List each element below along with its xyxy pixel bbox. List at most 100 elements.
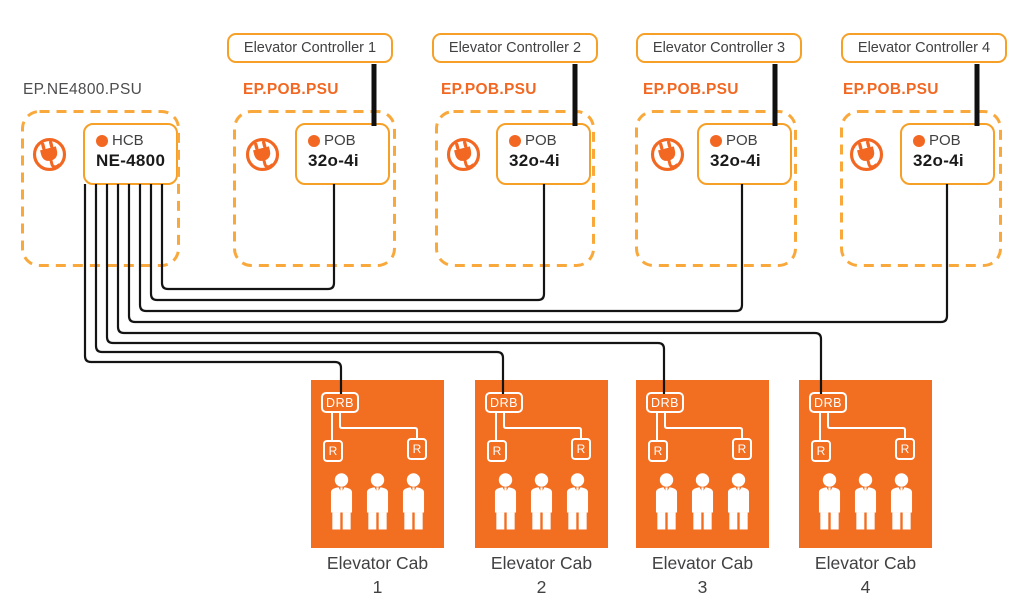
status-dot-icon: [96, 134, 108, 147]
pob-board-box-4: POB 32o-4i: [900, 123, 995, 185]
relay-label: R: [576, 442, 586, 456]
wire-hub-to-pob2: [149, 184, 546, 302]
drb-label: DRB: [651, 395, 679, 410]
cab-caption-4: Elevator Cab 4: [799, 552, 932, 599]
cab-caption-number: 2: [536, 576, 547, 597]
pob-badge-label: POB: [525, 132, 557, 149]
person-icon: [397, 472, 430, 532]
drb-label: DRB: [814, 395, 842, 410]
relay-box-right: R: [895, 438, 915, 460]
elevator-cab-3: DRB R R: [636, 380, 769, 548]
badge-row: HCB: [96, 132, 176, 149]
pob-badge-label: POB: [929, 132, 961, 149]
hub-model-label: NE-4800: [96, 151, 166, 170]
relay-box-left: R: [648, 440, 668, 462]
person-icon: [885, 472, 918, 532]
relay-label: R: [900, 442, 910, 456]
relay-box-right: R: [732, 438, 752, 460]
person-icon: [686, 472, 719, 532]
person-icon: [650, 472, 683, 532]
power-plug-icon: [31, 136, 68, 173]
cab-caption-text: Elevator Cab: [814, 553, 917, 573]
relay-box-right: R: [571, 438, 591, 460]
pob-model-label: 32o-4i: [308, 151, 359, 170]
psu-group-label-pob-1: EP.POB.PSU: [243, 81, 339, 98]
relay-label: R: [653, 444, 663, 458]
power-plug-icon: [244, 136, 281, 173]
wire-hub-to-cab3-drb: [105, 184, 666, 394]
pob-model-label: 32o-4i: [710, 151, 761, 170]
relay-box-right: R: [407, 438, 427, 460]
wire-hub-to-cab2-drb: [94, 184, 505, 394]
wire-hub-to-cab1-drb: [83, 184, 343, 394]
pob-board-box-3: POB 32o-4i: [697, 123, 792, 185]
hub-board-box-ne4800: HCB NE-4800: [83, 123, 178, 185]
cab-caption-text: Elevator Cab: [326, 553, 429, 573]
psu-group-label-pob-4: EP.POB.PSU: [843, 81, 939, 98]
elevator-controller-4-label: Elevator Controller 4: [857, 40, 991, 56]
badge-row: POB: [710, 132, 790, 149]
drb-board-box: DRB: [809, 392, 847, 413]
elevator-controller-1-label: Elevator Controller 1: [243, 40, 377, 56]
drb-label: DRB: [490, 395, 518, 410]
elevator-controller-4-box: Elevator Controller 4: [841, 33, 1007, 63]
badge-row: POB: [509, 132, 589, 149]
wire-hub-to-pob4: [127, 184, 949, 324]
pob-board-box-2: POB 32o-4i: [496, 123, 591, 185]
cab-caption-number: 1: [372, 576, 383, 597]
status-dot-icon: [913, 134, 925, 147]
drb-label: DRB: [326, 395, 354, 410]
power-plug-icon: [445, 136, 482, 173]
elevator-controller-3-box: Elevator Controller 3: [636, 33, 802, 63]
badge-row: POB: [308, 132, 388, 149]
psu-group-label-ne4800: EP.NE4800.PSU: [23, 81, 143, 98]
elevator-controller-2-label: Elevator Controller 2: [448, 40, 582, 56]
person-icon: [561, 472, 594, 532]
person-icon: [813, 472, 846, 532]
passengers-row: [636, 472, 769, 532]
passengers-row: [311, 472, 444, 532]
wire-hub-to-cab4-drb: [116, 184, 823, 394]
drb-board-box: DRB: [485, 392, 523, 413]
passengers-row: [475, 472, 608, 532]
relay-label: R: [412, 442, 422, 456]
cab-caption-number: 3: [697, 576, 708, 597]
person-icon: [722, 472, 755, 532]
relay-box-left: R: [811, 440, 831, 462]
badge-row: POB: [913, 132, 993, 149]
elevator-controller-2-box: Elevator Controller 2: [432, 33, 598, 63]
hub-badge-label: HCB: [112, 132, 144, 149]
pob-model-label: 32o-4i: [913, 151, 964, 170]
cab-caption-text: Elevator Cab: [651, 553, 754, 573]
drb-board-box: DRB: [321, 392, 359, 413]
elevator-cab-1: DRB R R: [311, 380, 444, 548]
cab-caption-1: Elevator Cab 1: [311, 552, 444, 599]
person-icon: [525, 472, 558, 532]
cab-caption-number: 4: [860, 576, 871, 597]
status-dot-icon: [509, 134, 521, 147]
person-icon: [361, 472, 394, 532]
status-dot-icon: [710, 134, 722, 147]
power-plug-icon: [848, 136, 885, 173]
pob-model-label: 32o-4i: [509, 151, 560, 170]
relay-box-left: R: [323, 440, 343, 462]
relay-label: R: [328, 444, 338, 458]
relay-label: R: [737, 442, 747, 456]
elevator-cab-4: DRB R R: [799, 380, 932, 548]
relay-box-left: R: [487, 440, 507, 462]
status-dot-icon: [308, 134, 320, 147]
pob-badge-label: POB: [324, 132, 356, 149]
relay-label: R: [816, 444, 826, 458]
psu-group-label-pob-2: EP.POB.PSU: [441, 81, 537, 98]
relay-label: R: [492, 444, 502, 458]
elevator-controller-1-box: Elevator Controller 1: [227, 33, 393, 63]
person-icon: [325, 472, 358, 532]
pob-badge-label: POB: [726, 132, 758, 149]
elevator-controller-3-label: Elevator Controller 3: [652, 40, 786, 56]
cab-caption-2: Elevator Cab 2: [475, 552, 608, 599]
psu-group-label-pob-3: EP.POB.PSU: [643, 81, 739, 98]
drb-board-box: DRB: [646, 392, 684, 413]
wire-hub-to-pob3: [138, 184, 744, 313]
cab-caption-text: Elevator Cab: [490, 553, 593, 573]
